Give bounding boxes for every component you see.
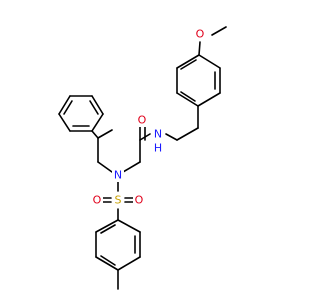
atom-s-sulfonyl: S (115, 194, 122, 207)
bond (89, 100, 99, 115)
molecule-svg: O O N H N S O O (58, 26, 227, 290)
molecule-structure-diagram: O O N H N S O O (58, 26, 227, 290)
atom-labels: O O N H N S O O (91, 27, 206, 207)
bond (122, 161, 141, 173)
atom-o-methoxy: O (196, 28, 205, 41)
bond (176, 54, 200, 69)
bond (117, 219, 141, 233)
bond (58, 113, 71, 132)
atom-o-sulfonyl-left: O (93, 194, 102, 207)
atom-o-sulfonyl-right: O (135, 194, 144, 207)
bond (91, 95, 104, 115)
atom-n-amide: N (154, 128, 162, 141)
bond (97, 129, 113, 139)
bond (100, 255, 116, 266)
bond (176, 92, 199, 107)
bond (165, 133, 178, 141)
bond (95, 219, 119, 233)
bond (211, 26, 227, 36)
bond (117, 256, 141, 271)
bond (63, 100, 73, 115)
bond (198, 54, 221, 69)
atom-o-carbonyl: O (138, 114, 147, 127)
bond (180, 91, 196, 102)
bond (95, 256, 119, 271)
atom-n-sulfonamide: N (114, 169, 122, 182)
bond (58, 95, 71, 115)
atom-h-amide: H (154, 142, 162, 155)
bond (97, 161, 113, 173)
bond (91, 130, 99, 139)
bond (176, 127, 199, 141)
bond (91, 113, 104, 132)
bond (180, 59, 197, 70)
bonds (58, 26, 227, 290)
bond (198, 41, 201, 56)
bond (100, 224, 116, 234)
bond (197, 92, 221, 107)
